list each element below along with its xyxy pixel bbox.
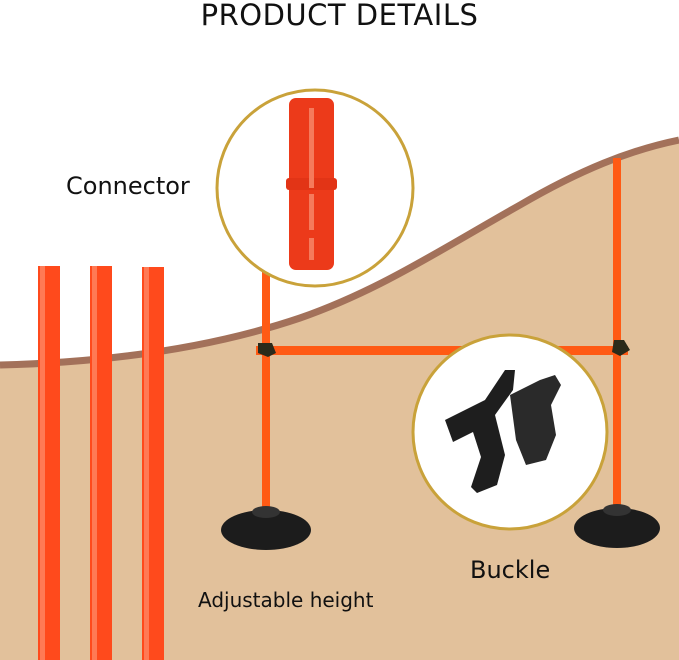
hurdle (221, 158, 660, 550)
buckle-detail (411, 333, 609, 531)
connector-label: Connector (66, 172, 190, 200)
buckle-label: Buckle (470, 556, 551, 584)
base-left (221, 510, 311, 550)
loose-poles (38, 266, 164, 660)
page-title: PRODUCT DETAILS (200, 0, 479, 32)
adjustable-height-label: Adjustable height (198, 588, 374, 612)
base-right (574, 508, 660, 548)
connector-detail (215, 88, 415, 288)
